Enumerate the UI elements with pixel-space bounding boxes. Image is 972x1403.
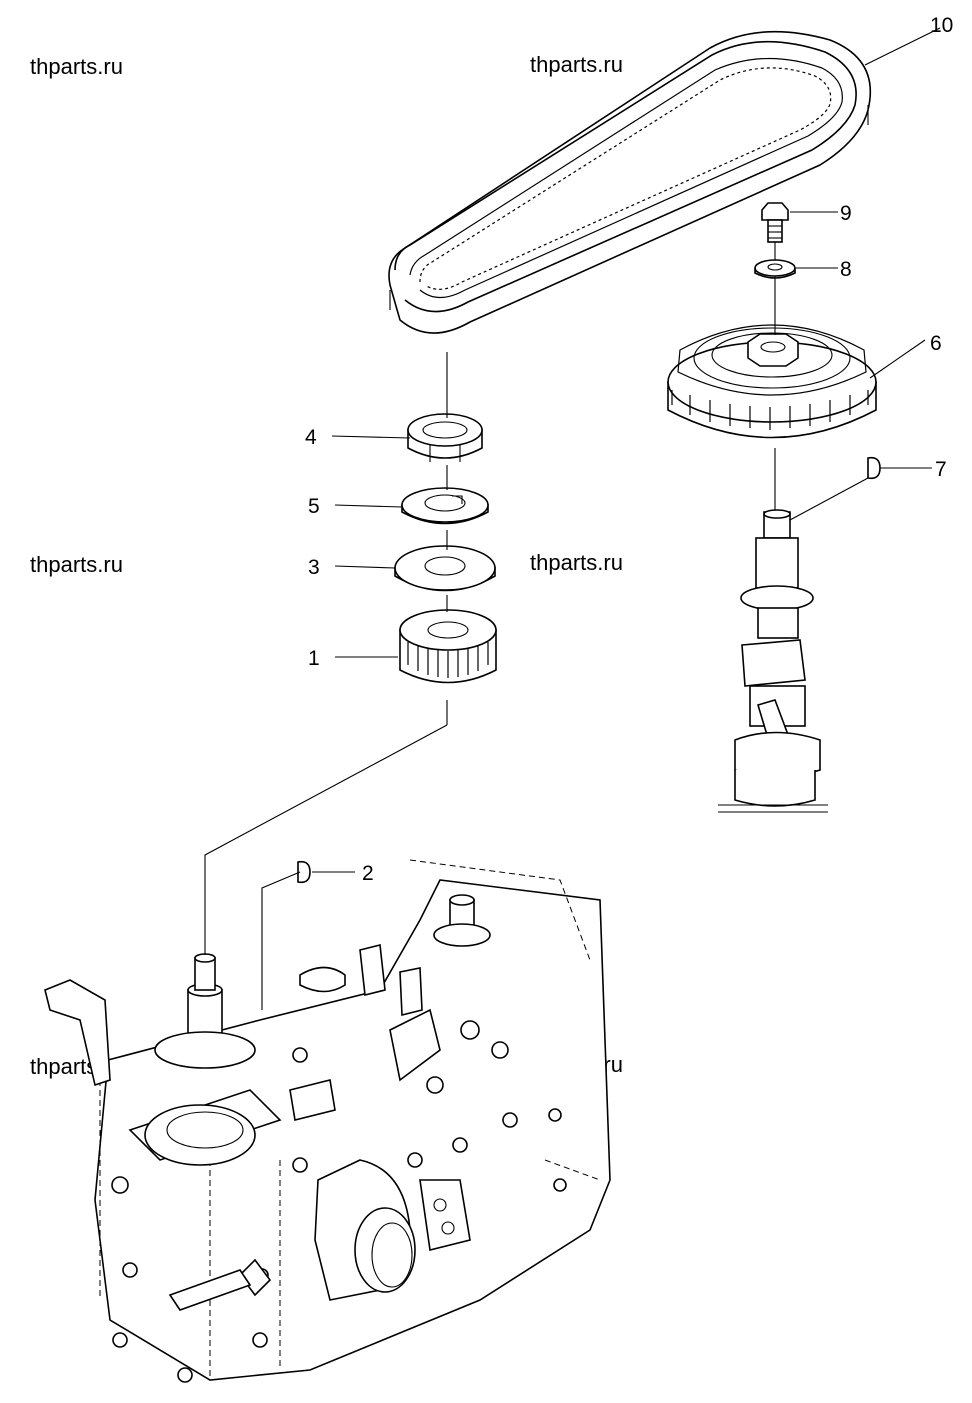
powerhead-block: [44, 859, 611, 1383]
callout-2: 2: [362, 862, 374, 885]
lock-washer: [401, 487, 489, 525]
watermark-3: thparts.ru: [30, 552, 123, 577]
watermark-2: thparts.ru: [530, 52, 623, 77]
callout-6: 6: [930, 332, 942, 355]
leader-lines: [204, 27, 941, 1010]
camshaft: [718, 509, 828, 813]
watermark-1: thparts.ru: [30, 54, 123, 79]
plate-washer: [394, 545, 496, 592]
bolt: [761, 202, 789, 243]
callout-5: 5: [308, 495, 320, 518]
callouts: 10 9 8 6 7 4 5 3 1 2: [305, 14, 953, 885]
washer-small: [754, 259, 796, 279]
key-camshaft: [867, 456, 881, 480]
callout-3: 3: [308, 556, 320, 579]
callout-7: 7: [935, 458, 947, 481]
callout-9: 9: [840, 202, 852, 225]
crank-nut: [407, 413, 483, 462]
timing-belt: [388, 30, 872, 334]
watermark-4: thparts.ru: [530, 550, 623, 575]
callout-10: 10: [930, 14, 953, 37]
key-crankshaft: [297, 860, 311, 884]
crankshaft-pulley: [399, 609, 497, 684]
camshaft-pulley: [667, 324, 877, 439]
callout-1: 1: [308, 647, 320, 670]
callout-4: 4: [305, 426, 317, 449]
callout-8: 8: [840, 258, 852, 281]
